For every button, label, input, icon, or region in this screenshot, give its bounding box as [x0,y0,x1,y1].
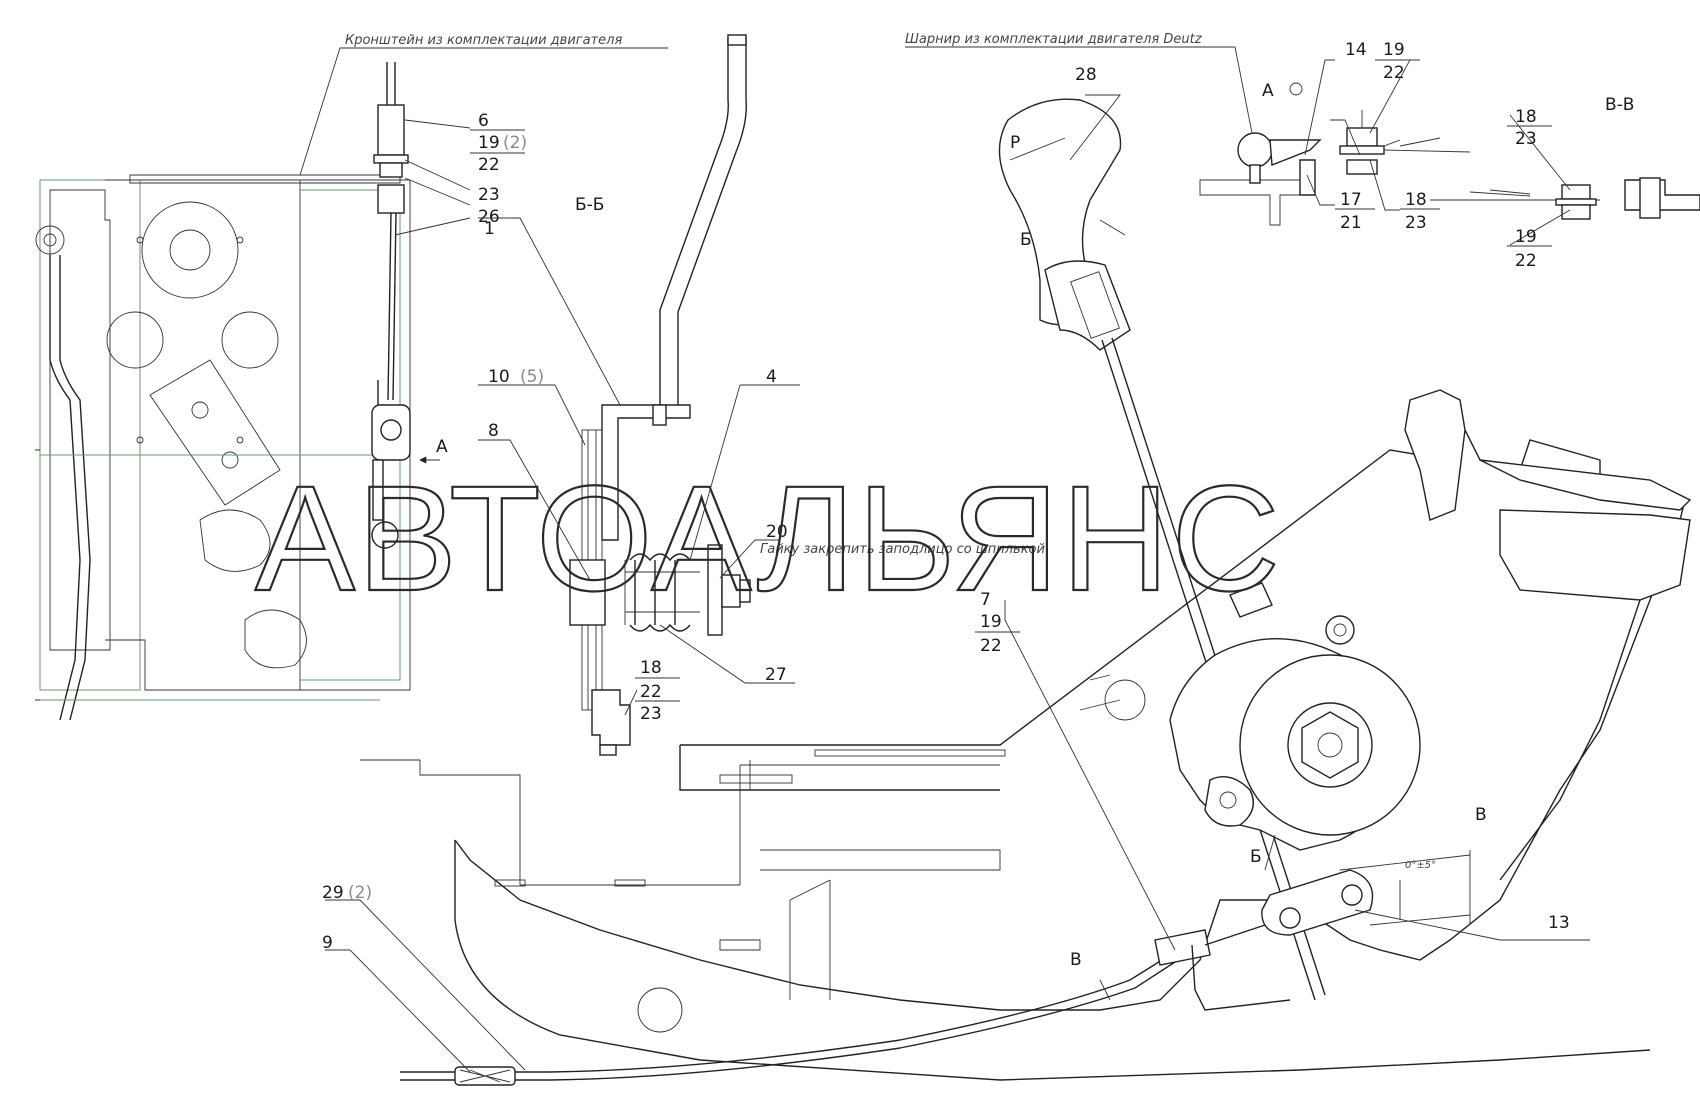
callout-17: 17 [1340,190,1362,210]
callout-qty-5: (5) [520,367,544,387]
callout-14: 14 [1345,40,1367,60]
callout-8: 8 [488,421,499,441]
callout-4: 4 [766,367,777,387]
callout-23-top: 23 [478,185,500,205]
callout-27: 27 [765,665,787,685]
callout-22-bb: 22 [640,682,662,702]
callout-26: 26 [478,207,500,227]
angle-label: 0°±5° [1405,860,1436,871]
lever-28 [998,98,1326,1001]
callout-qty-2: (2) [503,133,527,153]
note-bracket: Кронштейн из комплектации двигателя [345,33,622,48]
engine-block [35,174,411,721]
callout-23-bb: 23 [640,704,662,724]
callout-22-mid: 22 [980,636,1002,656]
callout-21: 21 [1340,213,1362,233]
cut-label-b-bottom: Б [1250,847,1262,867]
hub-assembly [1169,615,1421,936]
callout-22-top: 22 [478,155,500,175]
section-label-vv: В-В [1605,95,1634,115]
callout-qty-2b: (2) [348,883,372,903]
dimension-lines [419,219,1471,1001]
callout-18-bb: 18 [640,658,662,678]
lever-mark-p: Р [1010,133,1020,153]
note-hinge: Шарнир из комплектации двигателя Deutz [905,32,1203,47]
callout-18-vv: 18 [1515,107,1537,127]
view-direction-icon [1289,82,1303,96]
callout-6: 6 [478,111,489,131]
callout-10: 10 [488,367,510,387]
annotations: Кронштейн из комплектации двигателя Шарн… [322,32,1634,970]
callout-20: 20 [766,522,788,542]
leader-lines [299,46,1590,1073]
callout-7: 7 [980,590,991,610]
callout-23-vv: 23 [1515,129,1537,149]
detail-section-vv [1430,177,1700,220]
note-fix: Гайку закрепить заподлицо со шпилькой [760,542,1045,557]
view-arrow-a: А [436,437,448,457]
callout-9: 9 [322,933,333,953]
section-label-bb: Б-Б [575,195,604,215]
detail-hinge-a [1199,110,1471,226]
callout-18-a: 18 [1405,190,1427,210]
cut-label-v-right: В [1475,805,1487,825]
callout-22-vv: 22 [1515,251,1537,271]
cable-9 [400,924,1291,1086]
section-bb-assembly [569,34,751,756]
callout-29: 29 [322,883,344,903]
callout-19-vv: 19 [1515,227,1537,247]
rod-26-assembly [371,62,411,549]
callout-19-mid: 19 [980,612,1002,632]
callout-1: 1 [484,219,495,239]
callout-19-top: 19 [478,133,500,153]
callout-28: 28 [1075,65,1097,85]
watermark-text: АВТОАЛЬЯНС [255,454,1282,622]
callout-13: 13 [1548,913,1570,933]
mounting-plate [360,389,1692,1081]
callout-23-a: 23 [1405,213,1427,233]
cut-label-v-left: В [1070,950,1082,970]
cut-label-b-top: Б [1020,230,1032,250]
callout-22-a: 22 [1383,63,1405,83]
callout-19-a: 19 [1383,40,1405,60]
view-label-a: А [1262,81,1274,101]
